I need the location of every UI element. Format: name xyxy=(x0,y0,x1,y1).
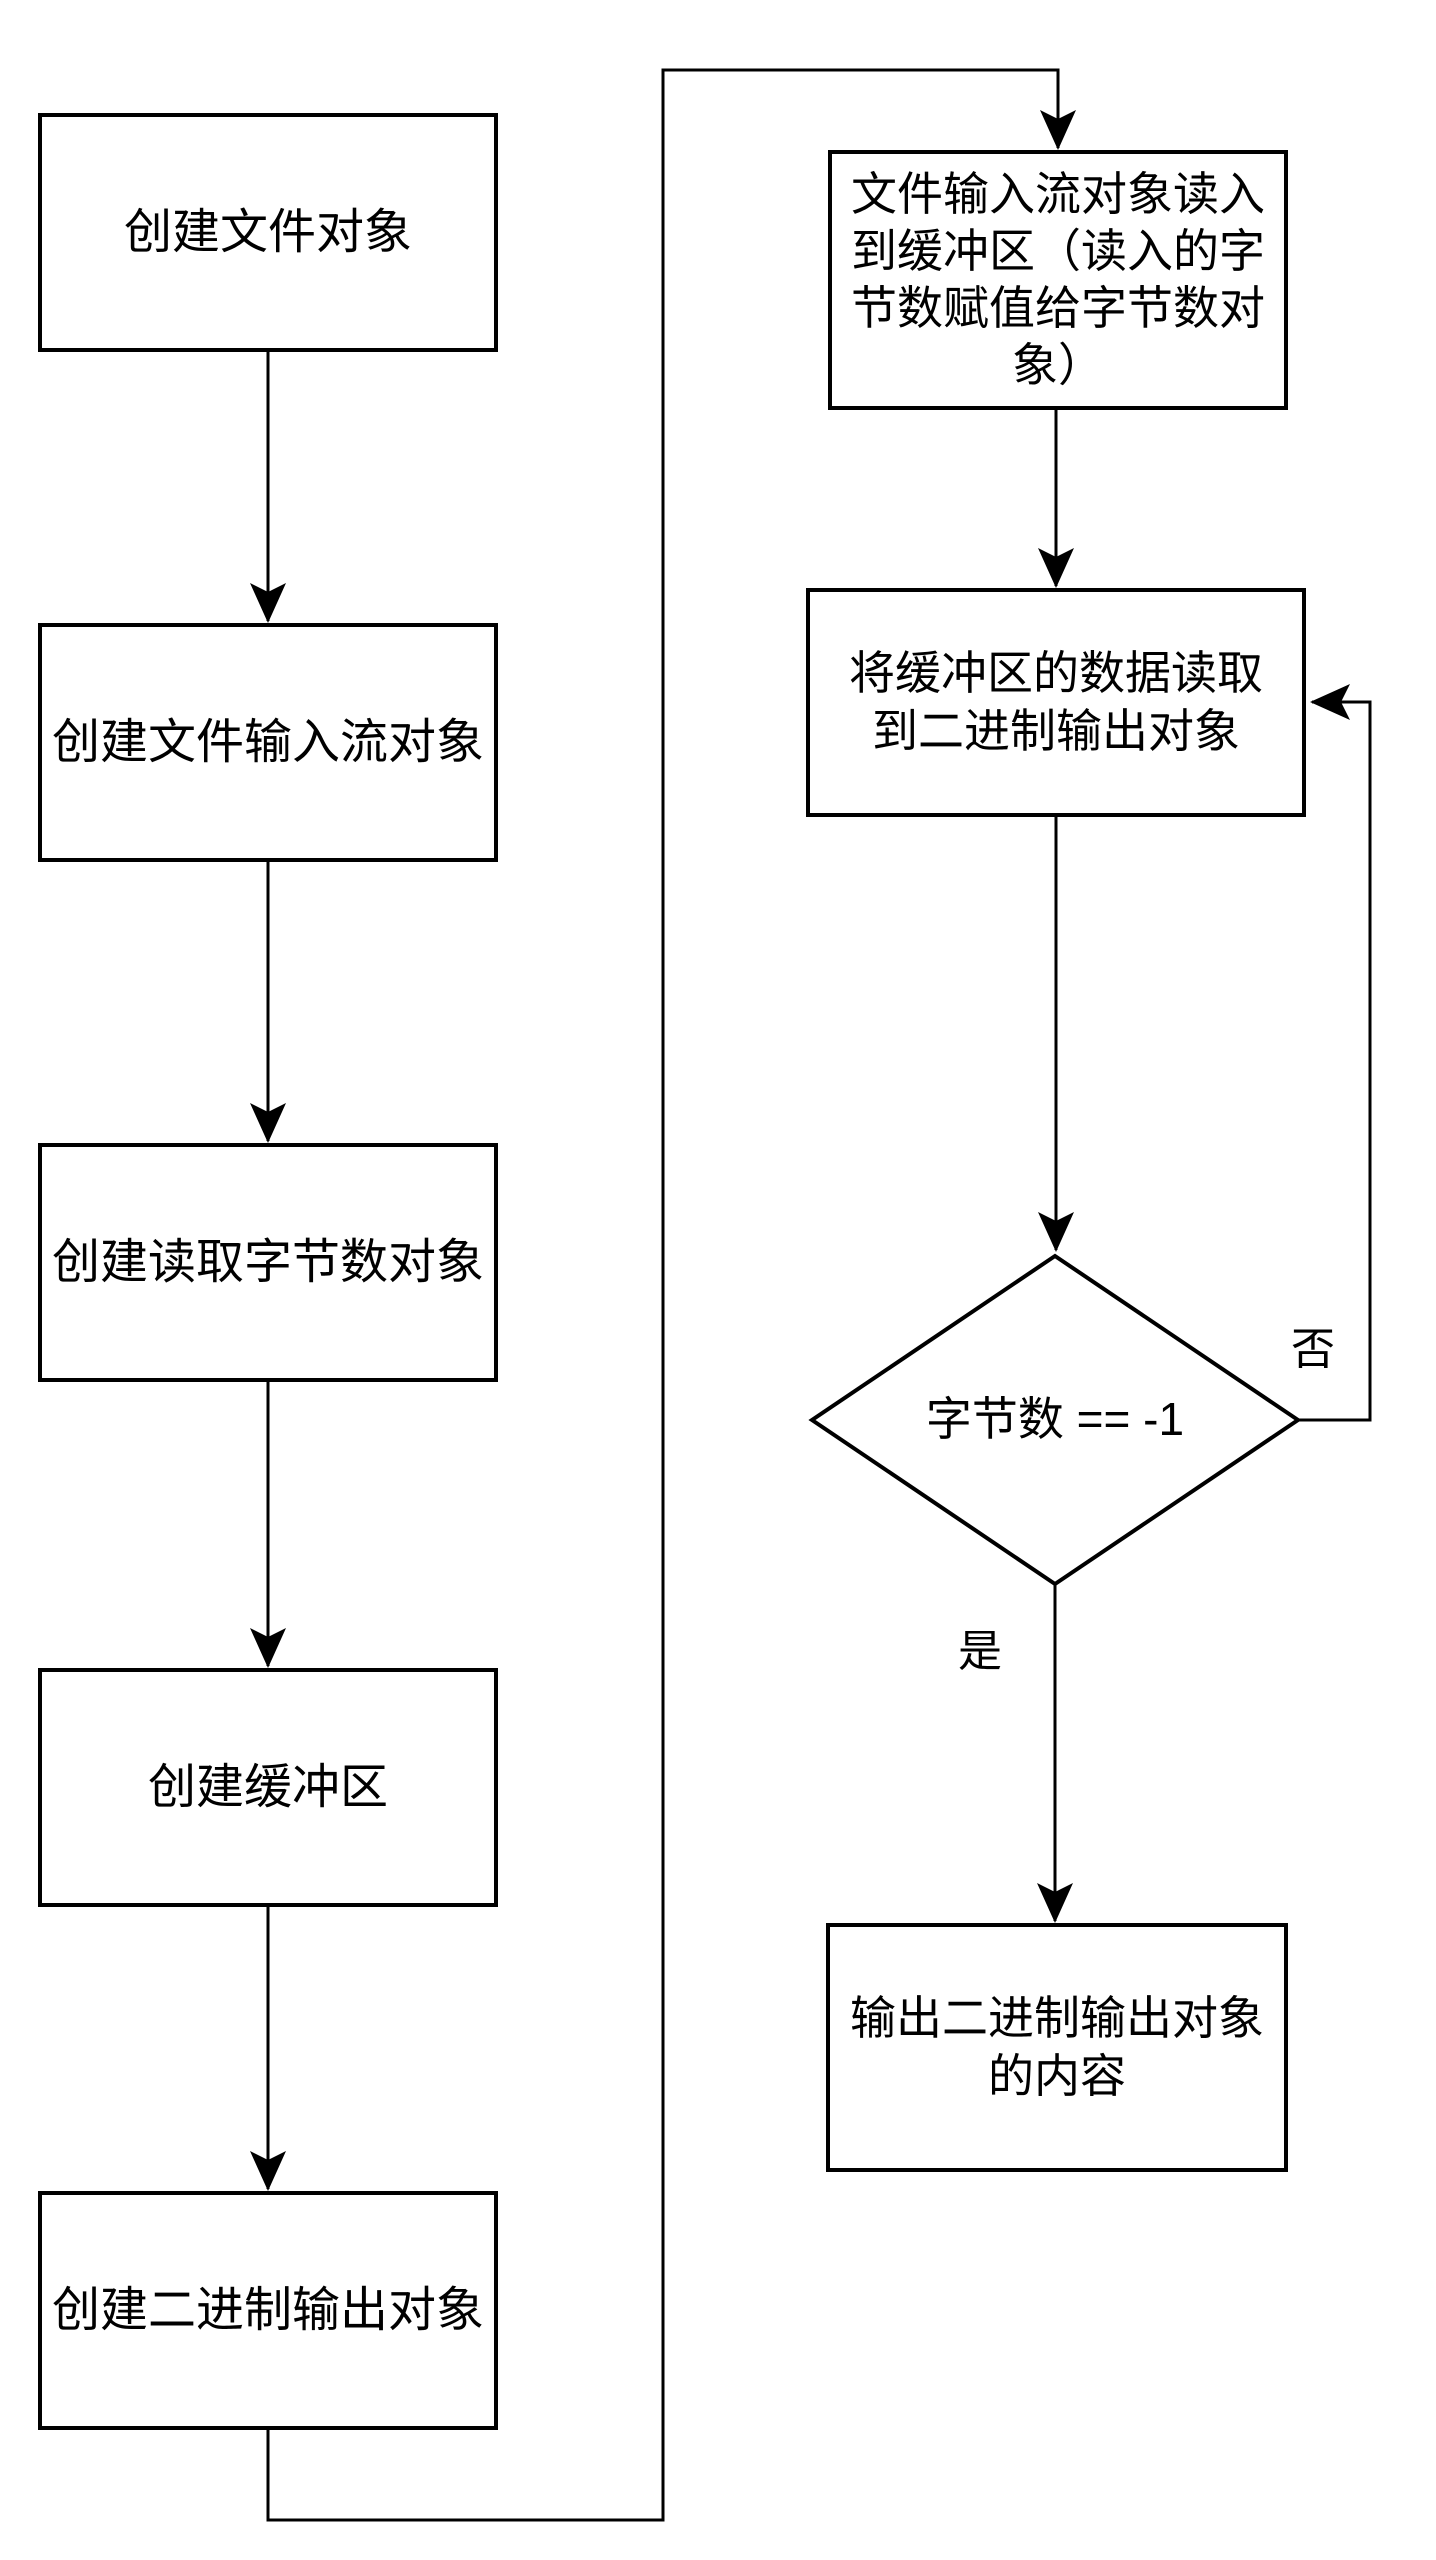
node-create-binary-output xyxy=(38,2191,498,2430)
node-create-file xyxy=(38,113,498,352)
node-create-buffer xyxy=(38,1668,498,1907)
node-output-binary-content xyxy=(826,1923,1288,2172)
node-create-read-byte-count xyxy=(38,1143,498,1382)
node-read-stream-to-buffer xyxy=(828,150,1288,410)
node-create-file-input-stream xyxy=(38,623,498,862)
edge-binary-output-to-read-stream xyxy=(266,68,1076,2522)
edge-decision-no-loop xyxy=(1298,684,1372,1422)
node-buffer-to-binary-output xyxy=(806,588,1306,817)
node-byte-count-check-decision xyxy=(808,1253,1302,1587)
